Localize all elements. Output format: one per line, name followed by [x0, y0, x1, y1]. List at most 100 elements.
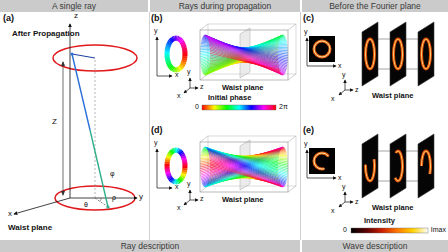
- ray-line: [207, 37, 284, 74]
- ray-line: [209, 153, 285, 186]
- figure-label: y: [154, 139, 158, 146]
- ray-line: [208, 152, 285, 185]
- phase-ring-segment: [181, 177, 182, 179]
- ray-line: [207, 36, 285, 73]
- ray-line: [208, 151, 286, 185]
- inset-image: [309, 36, 335, 62]
- x-axis: [14, 198, 70, 214]
- intensity-ring-core: [394, 151, 403, 181]
- figure-label: z: [200, 195, 204, 202]
- ray-end: [70, 52, 73, 55]
- panel-divider: [300, 12, 301, 240]
- intensity-ring-core: [394, 39, 403, 69]
- ray-line: [209, 41, 283, 75]
- triad-x: [184, 200, 190, 205]
- phase-ring-segment: [171, 40, 172, 41]
- phase-ring-segment: [171, 152, 172, 153]
- ray-start: [106, 205, 109, 208]
- phase-ring-segment: [179, 180, 180, 181]
- header-band: Wave description: [302, 240, 448, 252]
- inset-ring-core: [314, 153, 330, 169]
- panel-letter: (b): [151, 14, 163, 23]
- figure-label: y: [342, 71, 346, 78]
- box-edge: [288, 186, 296, 192]
- figure-label: x: [175, 71, 179, 78]
- triad-z: [190, 88, 198, 89]
- header-band: Rays during propagation: [150, 0, 300, 12]
- ray-line: [210, 52, 280, 71]
- intensity-slab: [418, 134, 434, 198]
- intensity-slab: [390, 22, 406, 86]
- phase-ring-segment: [172, 39, 173, 40]
- figure-label: Waist plane: [372, 204, 413, 212]
- figure-label: Initial phase: [208, 94, 251, 102]
- ray-projection: [72, 54, 95, 58]
- ray-line: [208, 38, 285, 75]
- triad-y: [190, 190, 191, 200]
- box-edge: [288, 24, 296, 30]
- triad-x: [339, 90, 345, 95]
- triad-x: [339, 202, 345, 207]
- phase-ring-segment: [179, 39, 180, 40]
- box-front: [200, 142, 288, 192]
- figure-label: x: [175, 183, 179, 190]
- band-title: A single ray: [52, 2, 96, 11]
- phase-colorbar: [202, 105, 276, 110]
- figure-label: y: [187, 68, 191, 75]
- figure-label: Waist plane: [222, 84, 263, 92]
- phase-ring-segment: [171, 180, 172, 181]
- figure-label: 0: [195, 103, 199, 110]
- intensity-slab: [390, 134, 406, 198]
- box-edge: [200, 136, 208, 142]
- band-title: Wave description: [343, 242, 408, 251]
- figure-label: x: [331, 207, 335, 214]
- panel-letter: (c): [303, 14, 314, 23]
- intensity-ring: [366, 151, 375, 181]
- angle-arc: [100, 198, 102, 202]
- intensity-ring-core: [366, 39, 375, 69]
- figure-label: φ: [110, 170, 115, 177]
- figure-label: Intensity: [364, 217, 395, 225]
- inset-image: [309, 148, 335, 174]
- ray-line: [209, 44, 282, 75]
- figure-label: y: [139, 193, 143, 201]
- box-edge: [288, 74, 296, 80]
- intensity-ring: [366, 39, 375, 69]
- phase-ring-segment: [171, 68, 172, 69]
- distance-marker: [63, 62, 64, 195]
- intensity-ring-core: [366, 151, 375, 181]
- figure-label: 2π: [279, 103, 288, 110]
- ray-line: [206, 36, 285, 73]
- phase-ring-segment: [170, 179, 171, 180]
- ray-line: [205, 35, 286, 71]
- z-axis: [70, 24, 71, 198]
- intensity-colorbar: [351, 228, 428, 233]
- ray-line: [209, 42, 283, 75]
- figure-label: y: [187, 180, 191, 187]
- band-title: Before the Fourier plane: [329, 2, 421, 11]
- figure-label: z: [355, 198, 359, 205]
- figure-label: y: [342, 183, 346, 190]
- triad-z: [345, 202, 353, 203]
- phase-ring-segment: [181, 40, 182, 41]
- phase-ring-segment: [170, 153, 171, 155]
- phase-ring-segment: [181, 65, 182, 67]
- phase-ring-segment: [180, 67, 181, 68]
- ray-line: [210, 48, 281, 73]
- panel-divider: [149, 12, 150, 240]
- box-front: [200, 30, 288, 80]
- distance-arrowheads: [61, 61, 65, 196]
- ring-y-axis: [157, 37, 158, 76]
- triad-y: [345, 80, 346, 90]
- inset-x-axis: [307, 178, 336, 179]
- figure-label: y: [304, 28, 308, 35]
- phase-ring-segment: [182, 164, 187, 166]
- phase-ring-segment: [181, 41, 182, 43]
- phase-ring-segment: [179, 151, 180, 152]
- triad-y: [345, 192, 346, 202]
- intensity-slab: [362, 134, 378, 198]
- phase-ring-segment: [172, 151, 173, 152]
- ray-line: [209, 156, 284, 187]
- figure-label: Imax: [431, 226, 446, 233]
- phase-ring-segment: [181, 153, 182, 155]
